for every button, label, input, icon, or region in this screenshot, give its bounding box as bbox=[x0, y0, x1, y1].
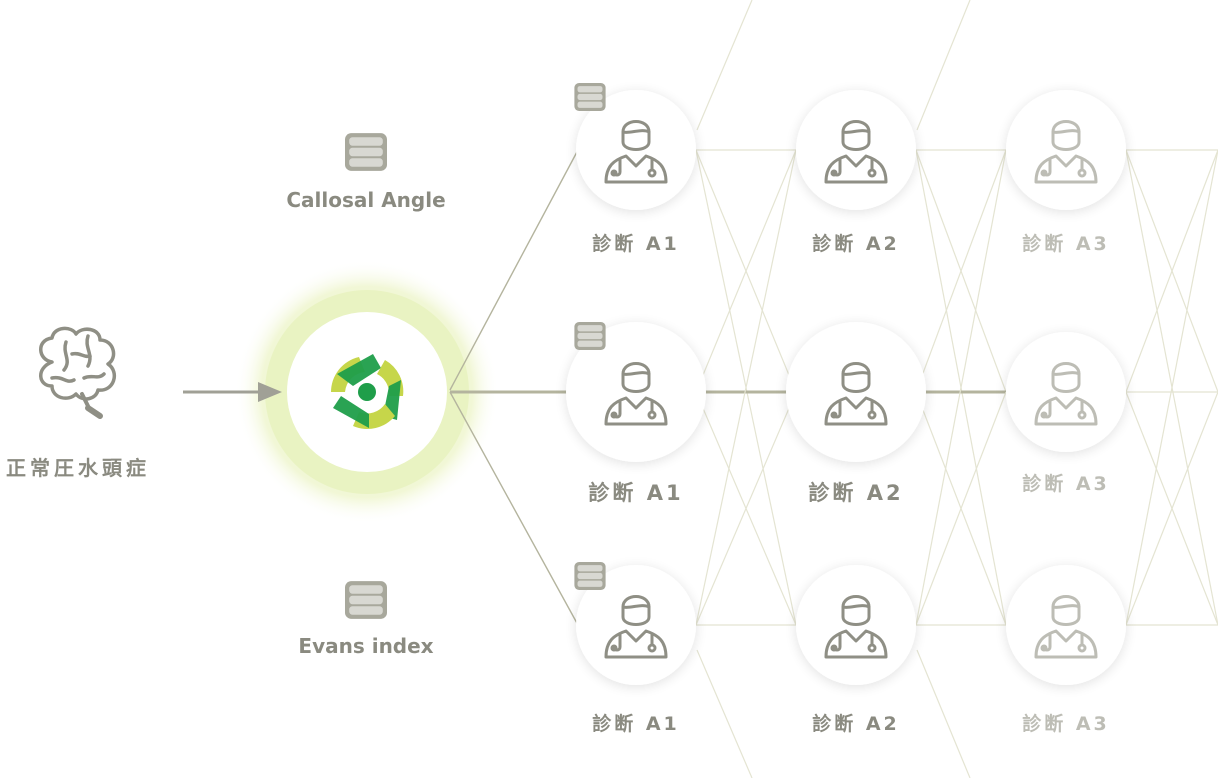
diagnosis-label: 診断 A1 bbox=[592, 232, 680, 255]
diagnosis-node[interactable]: 診断 A1 bbox=[566, 322, 706, 505]
input-label: Evans index bbox=[298, 634, 433, 658]
diagnosis-label: 診断 A3 bbox=[1022, 232, 1110, 255]
connection-mesh bbox=[695, 149, 1218, 626]
input-evans-index[interactable]: Evans index bbox=[298, 581, 434, 658]
hub-links bbox=[449, 149, 579, 626]
connection-line bbox=[915, 149, 1007, 393]
diagnosis-label: 診断 A3 bbox=[1022, 712, 1110, 735]
hub-node[interactable] bbox=[287, 312, 447, 472]
input-label: Callosal Angle bbox=[286, 188, 445, 212]
diagnosis-label: 診断 A1 bbox=[592, 712, 680, 735]
connection-line bbox=[1125, 149, 1218, 393]
input-arrow bbox=[183, 382, 282, 402]
background-lines bbox=[696, 0, 971, 778]
diagnosis-node[interactable]: 診断 A3 bbox=[1006, 332, 1126, 495]
diagnosis-node[interactable]: 診断 A2 bbox=[786, 322, 926, 505]
connection-line bbox=[695, 149, 797, 393]
diagnosis-label: 診断 A3 bbox=[1022, 472, 1110, 495]
database-icon bbox=[574, 82, 606, 112]
diagnosis-label: 診断 A2 bbox=[812, 712, 900, 735]
diagnosis-nodes: 診断 A1 診断 A1 診断 A1 診断 A2 診断 A2 診断 A2 診断 A3 診断 A3… bbox=[566, 82, 1126, 735]
database-icon bbox=[345, 581, 387, 619]
diagnosis-node[interactable]: 診断 A3 bbox=[1006, 565, 1126, 735]
diagnosis-node[interactable]: 診断 A3 bbox=[1006, 90, 1126, 255]
hub-logo-icon bbox=[331, 354, 404, 429]
source-node[interactable]: 正常圧水頭症 bbox=[6, 326, 150, 480]
connection-line bbox=[915, 391, 1007, 626]
database-icon bbox=[345, 133, 387, 171]
input-callosal-angle[interactable]: Callosal Angle bbox=[286, 133, 446, 212]
database-icon bbox=[574, 561, 606, 591]
diagnosis-label: 診断 A2 bbox=[808, 481, 903, 505]
connection-line bbox=[915, 149, 1007, 626]
database-icon bbox=[574, 321, 606, 351]
diagnosis-label: 診断 A1 bbox=[588, 481, 683, 505]
connection-line bbox=[1125, 391, 1218, 626]
diagnosis-node[interactable]: 診断 A2 bbox=[796, 90, 916, 255]
diagnosis-node[interactable]: 診断 A1 bbox=[576, 90, 696, 255]
diagnosis-node[interactable]: 診断 A1 bbox=[576, 565, 696, 735]
brain-icon bbox=[39, 326, 117, 419]
connection-line bbox=[695, 391, 797, 626]
source-label: 正常圧水頭症 bbox=[6, 456, 150, 480]
diagnosis-node[interactable]: 診断 A2 bbox=[796, 565, 916, 735]
connection-line bbox=[1125, 149, 1218, 626]
diagnosis-label: 診断 A2 bbox=[812, 232, 900, 255]
connection-line bbox=[695, 149, 797, 626]
